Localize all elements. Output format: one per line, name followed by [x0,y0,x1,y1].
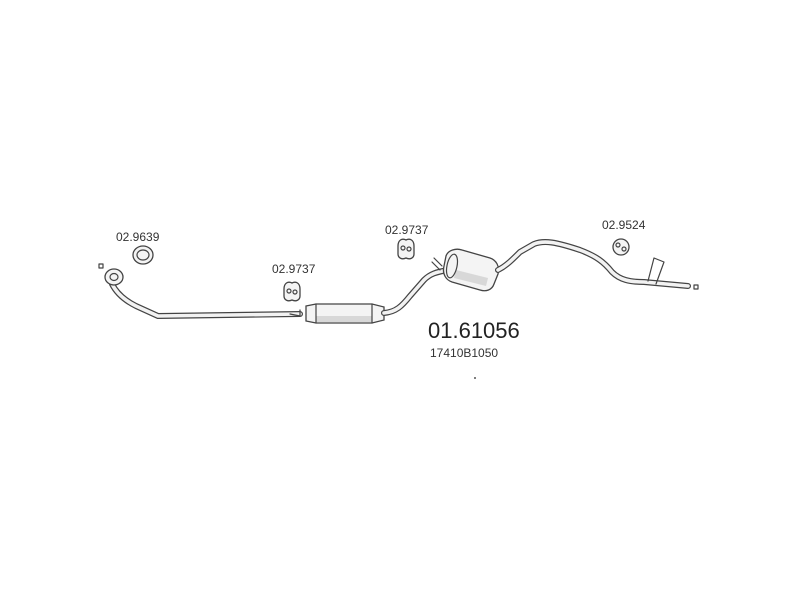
ring-gasket-icon [132,245,154,265]
gasket-label: 02.9639 [116,230,160,244]
tail-pipe [495,239,699,290]
hanger-front-label: 02.9737 [272,262,316,276]
hanger-front-component: 02.9737 [272,262,316,302]
rubber-hanger-round-icon [612,238,630,256]
hanger-middle-component: 02.9737 [385,223,429,260]
intermediate-pipe [381,257,451,316]
hanger-rear-component: 02.9524 [602,218,646,256]
stray-dot [474,377,476,379]
rear-silencer [442,248,500,292]
hanger-rear-label: 02.9524 [602,218,646,232]
oem-part-number: 17410B1050 [430,346,498,360]
hanger-middle-label: 02.9737 [385,223,429,237]
rubber-hanger-icon [283,281,301,302]
front-flange [104,268,124,286]
front-end-marker [98,263,104,269]
main-part-number: 01.61056 [428,318,520,343]
front-pipe [98,263,303,319]
tail-end-marker [693,284,699,290]
rubber-hanger-icon [397,238,415,260]
centre-silencer [289,303,385,324]
gasket-component: 02.9639 [116,230,160,265]
